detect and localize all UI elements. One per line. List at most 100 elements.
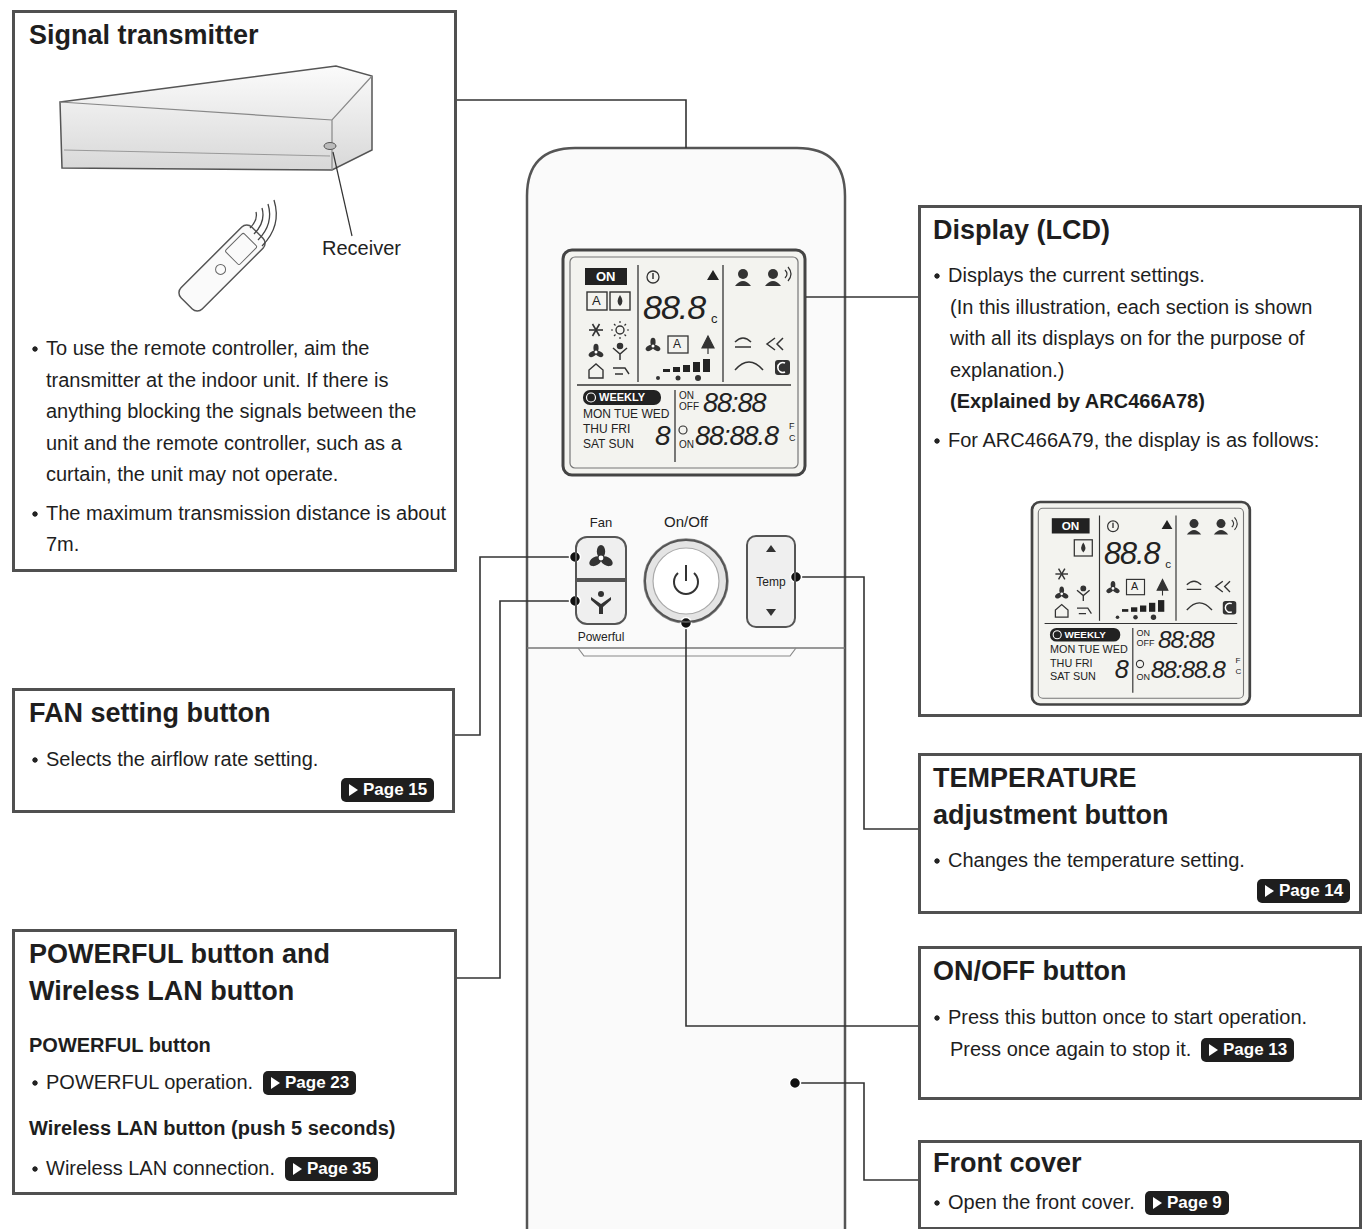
lcd-segment: C xyxy=(789,434,796,443)
leader-dot xyxy=(681,618,692,629)
part-name: Receiver xyxy=(322,238,401,258)
leader-line xyxy=(457,100,686,148)
page-badge: Page 35 xyxy=(285,1157,378,1181)
remote-body xyxy=(627,329,629,330)
remote-body xyxy=(611,329,613,330)
remote-body xyxy=(614,335,616,337)
remote-body xyxy=(576,537,626,624)
indoor-unit xyxy=(64,150,330,156)
remote-button: Temp xyxy=(746,535,796,628)
lcd-segment: F xyxy=(1235,657,1240,665)
remote-body xyxy=(653,548,719,614)
lcd-segment: ON xyxy=(1136,673,1150,682)
lcd-segment: MON TUE WED xyxy=(1050,644,1128,655)
leader-line xyxy=(796,577,918,829)
signal-waves xyxy=(262,200,276,246)
lcd-segment: 88.8 xyxy=(1104,538,1160,569)
page-reference: Page 13 xyxy=(1223,1038,1287,1062)
lcd-segment: SAT SUN xyxy=(583,438,634,450)
leader-line xyxy=(795,1083,918,1180)
leader-line xyxy=(457,601,575,978)
callout-text: Press once again to stop it. xyxy=(950,1034,1191,1066)
callout-text: Press this button once to start operatio… xyxy=(931,1002,1307,1034)
lcd-segment: 88.8 xyxy=(643,290,705,324)
lcd-segment: WEEKLY xyxy=(599,392,645,403)
remote-body xyxy=(616,326,624,334)
leader-dot xyxy=(790,1078,801,1089)
page-reference: Page 15 xyxy=(363,778,427,802)
signal-waves xyxy=(258,204,270,240)
remote-body xyxy=(563,250,805,475)
remote-body xyxy=(588,545,615,568)
remote-sketch xyxy=(214,262,228,276)
callout-heading: Display (LCD) xyxy=(933,212,1110,249)
callout-text: Wireless LAN button (push 5 seconds) xyxy=(29,1113,396,1145)
callout-box: FAN setting buttonSelects the airflow ra… xyxy=(12,688,455,813)
lcd-segment: C xyxy=(1235,668,1241,676)
lcd-segment: 88:88 xyxy=(1158,628,1214,652)
remote-body xyxy=(685,565,687,581)
callout-text: Selects the airflow rate setting. xyxy=(29,744,318,776)
remote-body xyxy=(625,324,627,326)
remote-body xyxy=(766,545,776,552)
lcd-variant xyxy=(1032,502,1250,705)
leader-line xyxy=(681,618,919,1027)
remote-body xyxy=(587,292,607,310)
callout-text: For ARC466A79, the display is as follows… xyxy=(931,425,1319,457)
indoor-unit xyxy=(60,76,372,170)
lcd-segment: OFF xyxy=(679,402,699,412)
leader-line xyxy=(806,296,918,298)
page-badge: Page 15 xyxy=(341,778,434,802)
button-label: Temp xyxy=(756,576,785,588)
callout-text: Wireless LAN connection. xyxy=(29,1153,275,1185)
remote-body xyxy=(578,648,796,656)
callout-text: POWERFUL button xyxy=(29,1030,211,1062)
callout-text: The maximum transmission distance is abo… xyxy=(29,498,454,561)
remote-sketch xyxy=(225,233,258,266)
callout-box: POWERFUL button and Wireless LAN buttonP… xyxy=(12,929,457,1195)
leader-line xyxy=(686,623,918,1026)
remote-body xyxy=(591,597,611,614)
leader-line xyxy=(455,552,581,736)
lcd-segment: 8 xyxy=(1115,657,1128,682)
lcd-variant xyxy=(1032,502,1250,705)
lcd-segment: 8 xyxy=(655,422,670,450)
callout-heading: ON/OFF button xyxy=(933,953,1126,990)
callout-text: POWERFUL operation. xyxy=(29,1067,253,1099)
page-badge: Page 14 xyxy=(1257,879,1350,903)
lcd-segment: ON xyxy=(679,440,694,450)
callout-heading: TEMPERATURE adjustment button xyxy=(933,760,1263,834)
lcd-segment: OFF xyxy=(1136,639,1154,648)
page-reference: Page 14 xyxy=(1279,879,1343,903)
callout-text: Open the front cover. xyxy=(931,1187,1135,1219)
leader-line xyxy=(455,557,575,735)
indoor-unit xyxy=(324,143,336,150)
callout-text: (Explained by ARC466A78) xyxy=(950,386,1205,418)
lcd-segment: A xyxy=(1131,581,1138,592)
remote-body xyxy=(611,321,629,339)
lcd-segment: MON TUE WED xyxy=(583,408,669,420)
lcd-segment: 88:88 xyxy=(703,390,766,417)
signal-waves xyxy=(254,208,263,234)
remote-body xyxy=(766,609,776,616)
callout-heading: POWERFUL button and Wireless LAN button xyxy=(29,936,429,1010)
remote-body xyxy=(587,292,629,339)
lcd-segment: F xyxy=(789,422,795,431)
lcd-segment: ON xyxy=(1062,520,1080,532)
leader-dot xyxy=(791,572,802,583)
callout-box: Front coverOpen the front cover.Page 9 xyxy=(918,1140,1362,1229)
lcd-segment: 88:88.8 xyxy=(695,423,778,450)
leader-line xyxy=(791,572,919,830)
page-badge: Page 23 xyxy=(263,1071,356,1095)
callout-text: Displays the current settings. xyxy=(931,260,1205,292)
remote-body xyxy=(614,324,616,326)
leader-line xyxy=(457,596,581,979)
lcd-segment: SAT SUN xyxy=(1050,671,1096,682)
callout-heading: Signal transmitter xyxy=(29,17,259,54)
lcd-segment: c xyxy=(711,312,718,325)
indoor-unit xyxy=(60,66,372,170)
remote-button: Powerful xyxy=(575,580,627,625)
page-reference: Page 35 xyxy=(307,1157,371,1181)
lcd-segment: ON xyxy=(596,270,616,283)
remote-button: On/Off xyxy=(644,539,728,623)
